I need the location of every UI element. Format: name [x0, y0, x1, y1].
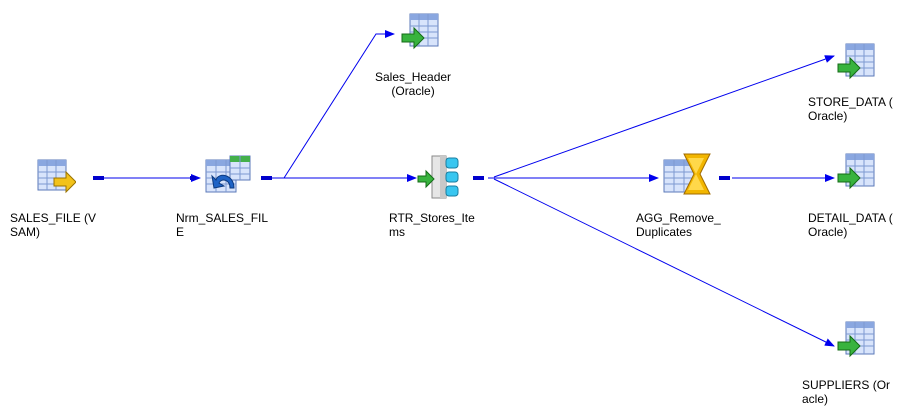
output-port[interactable]	[93, 176, 104, 180]
input-port[interactable]	[190, 176, 196, 180]
output-port[interactable]	[719, 176, 730, 180]
node-label: SUPPLIERS (Or acle)	[802, 378, 891, 406]
link-rtr-to-store-data[interactable]	[493, 55, 835, 178]
normalizer-icon	[205, 155, 251, 193]
source-table-icon	[37, 159, 76, 194]
target-table-icon	[401, 13, 439, 50]
node-label: SALES_FILE (V SAM)	[10, 211, 97, 239]
link-nrm-to-sales-header[interactable]	[283, 30, 395, 179]
node-label: DETAIL_DATA ( Oracle)	[808, 211, 893, 239]
target-table-icon	[837, 153, 875, 190]
output-port[interactable]	[261, 176, 272, 180]
node-label: RTR_Stores_Ite ms	[389, 211, 475, 239]
node-label: AGG_Remove_ Duplicates	[636, 211, 721, 239]
node-label: Sales_Header (Oracle)	[375, 70, 452, 98]
node-label: STORE_DATA ( Oracle)	[808, 95, 893, 123]
target-table-icon	[837, 43, 875, 80]
target-table-icon	[837, 321, 875, 358]
aggregator-icon	[663, 153, 711, 195]
node-label: Nrm_SALES_FIL E	[176, 211, 269, 239]
router-icon	[417, 155, 459, 199]
output-port[interactable]	[473, 176, 484, 180]
link-rtr-to-suppliers[interactable]	[493, 178, 835, 347]
